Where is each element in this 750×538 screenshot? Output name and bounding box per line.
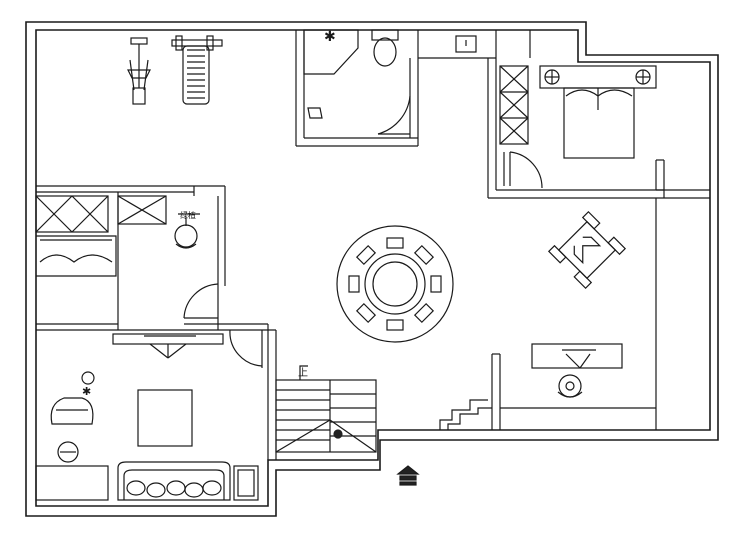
entrance-arrow-icon — [396, 465, 420, 486]
double-bed-icon — [539, 65, 657, 159]
square-table-icon — [547, 210, 627, 290]
exercise-bike-icon — [127, 37, 151, 105]
outer-walls — [25, 21, 719, 517]
coffee-table-icon — [137, 389, 193, 447]
master-bedroom — [487, 58, 710, 199]
desk-icon — [531, 343, 623, 398]
bedroom-door — [503, 151, 543, 189]
stair-post-icon — [333, 429, 343, 439]
sofa-icon — [35, 461, 259, 501]
armchair-icon — [50, 371, 95, 463]
gym-room — [36, 185, 226, 196]
decor-star: ✱ — [82, 385, 91, 398]
round-dining-table-icon — [336, 225, 454, 343]
plant-label: 绿植 — [180, 210, 196, 220]
study-area — [439, 198, 657, 430]
staircase — [275, 365, 377, 453]
treadmill-icon — [171, 35, 223, 105]
stair-up-label: 上 — [298, 367, 308, 379]
wardrobe-icon — [499, 65, 529, 145]
tv-cabinet-icon — [112, 333, 224, 359]
bathroom — [295, 29, 531, 147]
left-bedroom — [35, 192, 226, 330]
star-glyph: ✱ — [324, 29, 336, 45]
